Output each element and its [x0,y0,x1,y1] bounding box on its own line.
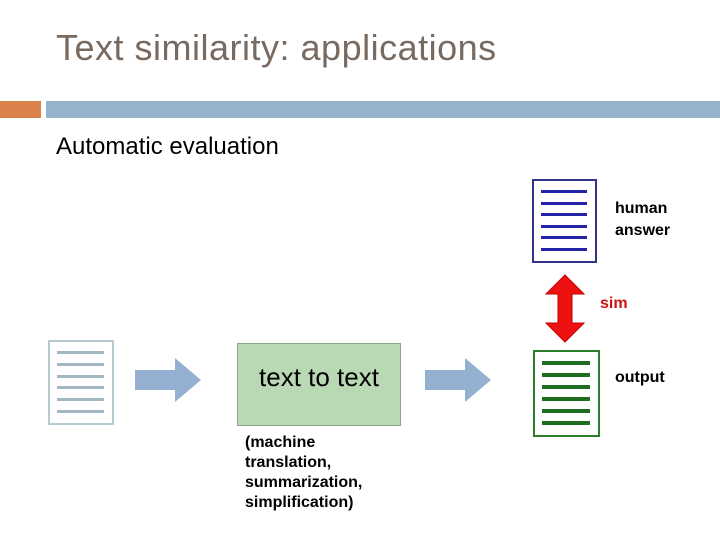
flow-arrow-right-icon [425,358,491,402]
flow-arrow-right-icon [135,358,201,402]
sim-label: sim [600,295,628,312]
process-caption: (machine translation, summarization, sim… [245,434,363,511]
process-box-label: text to text [259,362,379,392]
section-heading: Automatic evaluation [56,133,279,160]
human-answer-label: human answer [615,200,671,239]
output-document-icon [533,350,600,437]
slide-title: Text similarity: applications [56,27,497,68]
output-label: output [615,369,665,386]
divider-accent-orange [0,101,41,118]
human-answer-document-icon [532,179,597,263]
process-box: text to text [237,343,401,426]
input-document-icon [48,340,114,425]
divider-accent-blue [46,101,720,118]
similarity-double-arrow-icon [545,274,585,343]
